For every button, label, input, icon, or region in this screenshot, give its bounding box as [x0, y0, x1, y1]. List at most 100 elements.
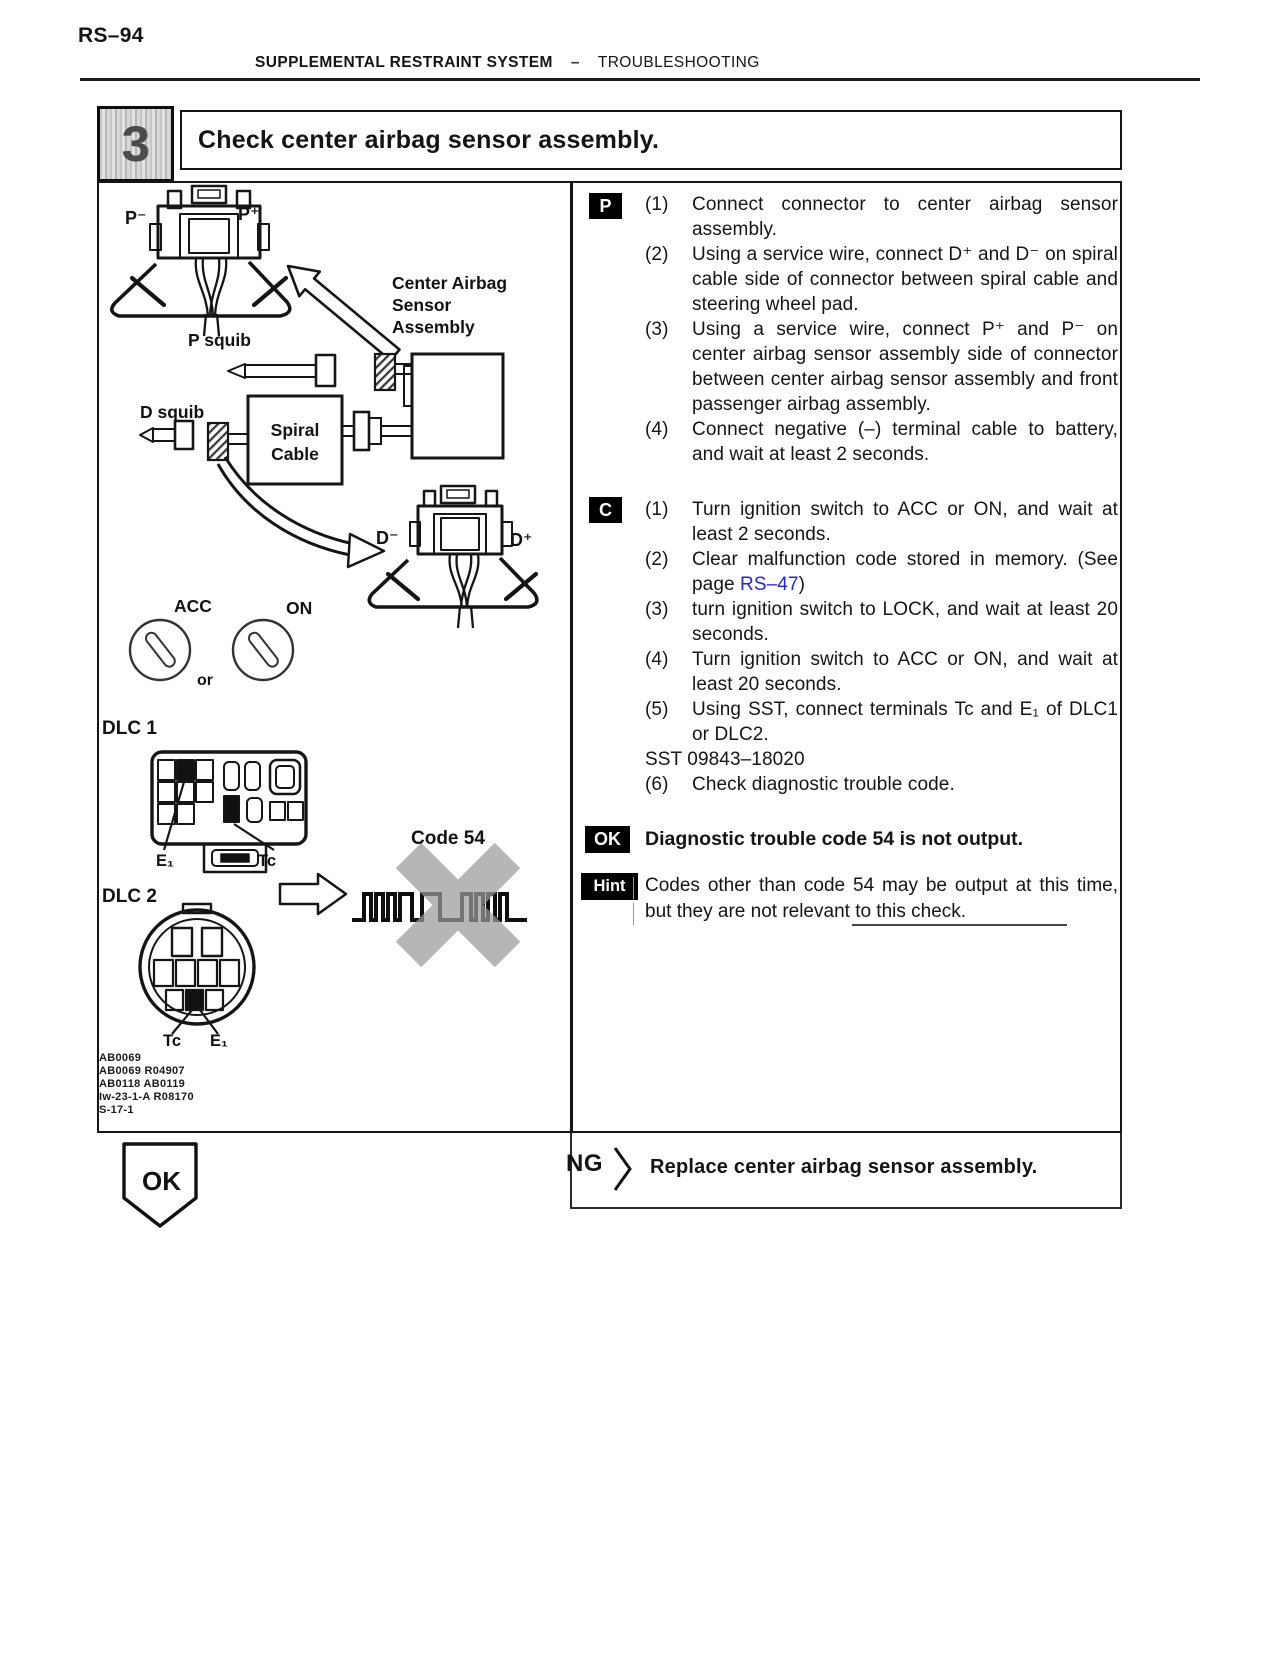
sst-line: SST 09843–18020 — [645, 749, 805, 770]
step-number: (5) — [645, 699, 669, 720]
step-text: ) — [798, 574, 806, 595]
label-dlc1: DLC 1 — [102, 718, 157, 739]
dlc1-connector — [150, 750, 308, 874]
step-number: 3 — [121, 116, 150, 172]
d-squib-plug — [139, 419, 195, 451]
ok-badge: OK — [585, 826, 630, 853]
c-step-5: (5) Using SST, connect terminals Tc and … — [645, 697, 1118, 747]
c-step-4: (4) Turn ignition switch to ACC or ON, a… — [645, 647, 1118, 697]
diagram-art — [110, 184, 539, 1035]
label-spiral-line2: Cable — [271, 444, 319, 464]
ignition-on-icon — [231, 618, 295, 682]
crossout-x — [395, 842, 521, 968]
curved-arrow — [216, 456, 386, 569]
step-text: Turn ignition switch to ACC or ON, and w… — [692, 649, 1118, 695]
hint-badge: Hint — [581, 873, 638, 900]
ng-result-box — [570, 1133, 1122, 1209]
ng-label: NG — [566, 1150, 603, 1177]
label-d-plus: D⁺ — [510, 530, 533, 550]
label-p-plus: P⁺ — [238, 204, 260, 224]
scan-artifact — [852, 924, 1067, 926]
p-badge: P — [589, 193, 622, 219]
label-e1-dlc1: E₁ — [156, 852, 174, 870]
p-step-1: (1) Connect connector to center airbag s… — [645, 192, 1118, 242]
label-center-airbag-sensor-assembly: Center Airbag Sensor Assembly — [392, 272, 507, 338]
p-step-4: (4) Connect negative (–) terminal cable … — [645, 417, 1118, 467]
ok-pentagon — [122, 1142, 198, 1228]
label-d-squib: D squib — [140, 402, 205, 422]
ng-chevron-icon — [612, 1146, 636, 1192]
label-p-squib: P squib — [188, 330, 251, 350]
step-text: Check diagnostic trouble code. — [692, 774, 955, 795]
label-on: ON — [286, 598, 313, 618]
c-step-3: (3) turn ignition switch to LOCK, and wa… — [645, 597, 1118, 647]
spiral-connector-hatched — [206, 421, 248, 462]
label-d-minus: D⁻ — [376, 528, 399, 548]
pointer-arrow — [286, 264, 401, 362]
passenger-airbag-connector — [110, 184, 292, 337]
hint-text: Codes other than code 54 may be output a… — [645, 875, 1118, 922]
ok-flow-label: OK — [142, 1166, 181, 1196]
label-spiral-cable: Spiral Cable — [248, 418, 342, 466]
c-step-2: (2) Clear malfunction code stored in mem… — [645, 547, 1118, 597]
page-code: RS–94 — [78, 24, 144, 47]
c-step-1: (1) Turn ignition switch to ACC or ON, a… — [645, 497, 1118, 547]
diagram-panel — [100, 184, 568, 1130]
figure-code-line: Iw-23-1-A R08170 — [99, 1091, 194, 1103]
content-frame — [97, 181, 1122, 1133]
ok-flow-marker: OK — [120, 1140, 200, 1232]
header-rule — [80, 78, 1200, 81]
figure-codes: AB0069 AB0069 R04907 AB0118 AB0119 Iw-23… — [99, 1052, 194, 1117]
label-e1-dlc2: E₁ — [210, 1032, 228, 1050]
p-section: (1) Connect connector to center airbag s… — [645, 192, 1118, 467]
step-text: Connect negative (–) terminal cable to b… — [692, 419, 1118, 465]
step-number: (2) — [645, 549, 669, 570]
sensor-connector-hatched — [373, 352, 412, 392]
label-code54: Code 54 — [411, 828, 485, 849]
step-text: Using a service wire, connect P⁺ and P⁻ … — [692, 319, 1118, 415]
p-step-2: (2) Using a service wire, connect D⁺ and… — [645, 242, 1118, 317]
c-step-6: (6) Check diagnostic trouble code. — [645, 772, 1118, 797]
c-section: (1) Turn ignition switch to ACC or ON, a… — [645, 497, 1118, 797]
step-text: turn ignition switch to LOCK, and wait a… — [692, 599, 1118, 645]
sensor-assembly-box — [403, 352, 505, 460]
step-number: (2) — [645, 244, 669, 265]
label-casa-line3: Assembly — [392, 317, 475, 337]
figure-code-line: AB0118 AB0119 — [99, 1078, 186, 1090]
step-number: (6) — [645, 774, 669, 795]
step-number: (4) — [645, 649, 669, 670]
label-spiral-line1: Spiral — [270, 420, 320, 440]
spiral-cable-box — [246, 394, 412, 486]
section-title: SUPPLEMENTAL RESTRAINT SYSTEM — [255, 54, 553, 71]
label-or: or — [197, 672, 213, 689]
ignition-acc-icon — [128, 618, 192, 682]
label-dlc2: DLC 2 — [102, 886, 157, 907]
dlc2-connector — [138, 902, 256, 1035]
subsection-title: TROUBLESHOOTING — [597, 54, 760, 71]
code54-waveform — [352, 842, 527, 968]
step-number: (3) — [645, 599, 669, 620]
step-number: (4) — [645, 419, 669, 440]
label-casa-line1: Center Airbag — [392, 273, 508, 293]
step-number: (3) — [645, 319, 669, 340]
ng-action-text: Replace center airbag sensor assembly. — [650, 1156, 1038, 1178]
step-title: Check center airbag sensor assembly. — [198, 125, 660, 154]
step-text: Using a service wire, connect D⁺ and D⁻ … — [692, 244, 1118, 315]
step-number: (1) — [645, 194, 669, 215]
step-text: Turn ignition switch to ACC or ON, and w… — [692, 499, 1118, 545]
p-step-3: (3) Using a service wire, connect P⁺ and… — [645, 317, 1118, 417]
c-badge: C — [589, 497, 622, 523]
step-text: Clear malfunction code stored in memory.… — [692, 549, 1118, 595]
step-number-badge: 3 — [97, 106, 174, 182]
header-dash: – — [570, 54, 580, 71]
label-tc-dlc2: Tc — [163, 1032, 182, 1050]
page-link-rs47[interactable]: RS–47 — [740, 574, 799, 595]
label-p-minus: P⁻ — [125, 208, 147, 228]
label-casa-line2: Sensor — [392, 295, 452, 315]
label-acc: ACC — [174, 596, 212, 616]
running-header: SUPPLEMENTAL RESTRAINT SYSTEM–TROUBLESHO… — [255, 54, 760, 72]
step-title-bar: Check center airbag sensor assembly. — [180, 110, 1122, 170]
figure-code-line: AB0069 R04907 — [99, 1065, 185, 1077]
step-text: Using SST, connect terminals Tc and E₁ o… — [692, 699, 1118, 745]
